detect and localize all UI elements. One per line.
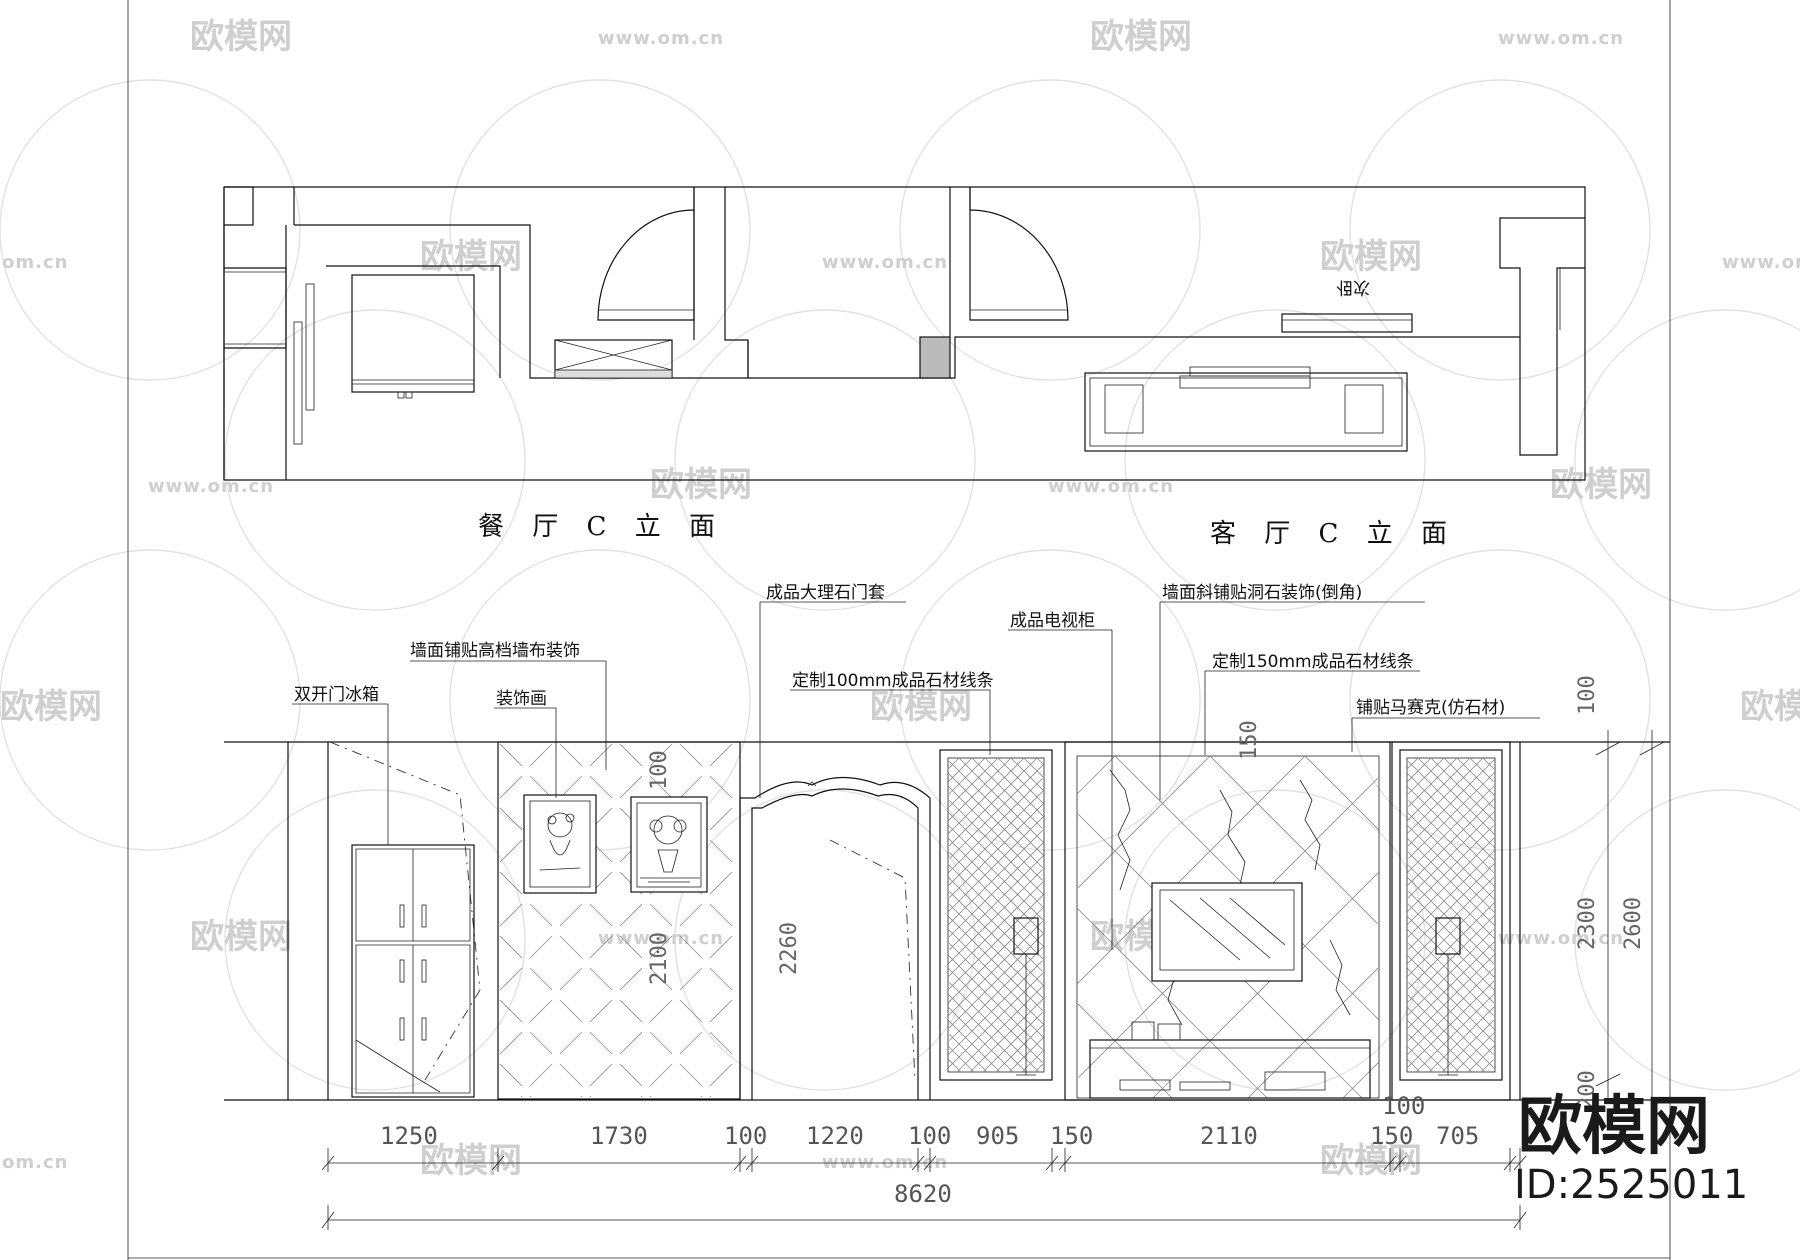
watermark-url: www.om.cn [1722,252,1800,273]
watermark-brand: 欧模网 [1550,465,1652,505]
watermark-brand: 欧模网 [1320,1141,1422,1181]
watermark-url: www.om.cn [598,928,724,949]
travertine-tv-wall [1064,741,1391,1101]
elevation [224,741,1670,1101]
watermark-brand: 欧模网 [420,237,522,277]
floor-plan: 次卧 [223,186,1586,481]
sheet-frame [127,0,1671,1260]
tv-cabinet [1089,1039,1371,1099]
dimensions: 1250 1730 100 1220 100 905 150 2110 150 … [321,675,1665,1230]
watermark-brand: 欧模网 [870,687,972,727]
watermark-brand: 欧模网 [1090,17,1192,57]
dim-right-200: 200 [1575,1070,1600,1110]
dim-705: 705 [1436,1122,1479,1150]
dim-right-2300: 2300 [1575,897,1600,950]
dim-door-height: 2260 [777,922,802,975]
watermark-brand: 欧模网 [1320,237,1422,277]
annotation-wallcloth: 墙面铺贴高档墙布装饰 [410,641,580,661]
annotation-stone-100: 定制100mm成品石材线条 [792,671,994,691]
watermark-stamp-brand: 欧模网 [1518,1090,1710,1164]
watermark-url: www.om.cn [1498,28,1624,49]
dining-elevation-title: 餐 厅 C 立 面 [478,512,725,542]
dim-wall-2100: 2100 [647,932,672,985]
dim-right-100: 100 [1575,675,1600,715]
watermark-stamp-id: ID:2525011 [1514,1162,1748,1208]
dim-total: 8620 [894,1180,952,1208]
watermark-brand: 欧模网 [1740,687,1800,727]
tv-unit-plan [1084,372,1408,452]
mosaic-panel-right [1391,741,1511,1101]
watermark-url: om.cn [2,252,68,273]
marble-door-frame [739,776,931,1100]
watermark-url: www.om.cn [598,28,724,49]
dim-150-b: 150 [1370,1122,1413,1150]
annotation-fridge: 双开门冰箱 [294,685,379,705]
decorative-painting-right [630,796,708,893]
dim-top-150: 150 [1237,720,1262,760]
bedroom-bed [1281,313,1413,333]
dim-right-2600: 2600 [1621,897,1646,950]
annotation-painting: 装饰画 [496,689,547,709]
dim-1730: 1730 [590,1122,648,1150]
annotations: 双开门冰箱 墙面铺贴高档墙布装饰 装饰画 成品大理石门套 定制100mm成品石材… [292,583,1540,950]
dim-100: 100 [724,1122,767,1150]
dim-100-b: 100 [908,1122,951,1150]
annotation-travertine: 墙面斜铺贴洞石装饰(倒角) [1162,583,1362,603]
dim-1250: 1250 [380,1122,438,1150]
watermark-brand: 欧模网 [190,17,292,57]
fridge-plan [351,274,475,393]
dim-150: 150 [1050,1122,1093,1150]
dim-2110: 2110 [1200,1122,1258,1150]
watermark-brand: 欧模网 [420,1141,522,1181]
dim-small-100: 100 [1382,1092,1425,1120]
living-elevation-title: 客 厅 C 立 面 [1210,519,1457,549]
dim-top-100: 100 [647,750,672,790]
annotation-mosaic: 铺贴马赛克(仿石材) [1356,697,1505,718]
decorative-painting-left [523,794,597,894]
bedroom-label: 次卧 [1336,277,1370,297]
watermark-url: www.om.cn [1048,476,1174,497]
watermark-brand: 欧模网 [650,465,752,505]
watermark-stamp: 欧模网 ID:2525011 [1514,1090,1748,1208]
dim-905: 905 [976,1122,1019,1150]
mosaic-panel-left [939,749,1053,1081]
dim-1220: 1220 [806,1122,864,1150]
annotation-stone-150: 定制150mm成品石材线条 [1212,652,1414,672]
annotation-tv-cabinet: 成品电视柜 [1010,611,1095,631]
double-door-fridge [351,844,475,1098]
watermark-layer: 欧模网 www.om.cn 欧模网 www.om.cn om.cn 欧模网 ww… [0,17,1800,1181]
watermark-url: www.om.cn [148,476,274,497]
watermark-url: om.cn [2,1152,68,1173]
television [1151,882,1303,982]
watermark-url: www.om.cn [822,1152,948,1173]
watermark-brand: 欧模网 [0,687,102,727]
annotation-door-frame: 成品大理石门套 [766,583,885,603]
watermark-url: www.om.cn [1498,928,1624,949]
watermark-url: www.om.cn [822,252,948,273]
watermark-brand: 欧模网 [190,917,292,957]
